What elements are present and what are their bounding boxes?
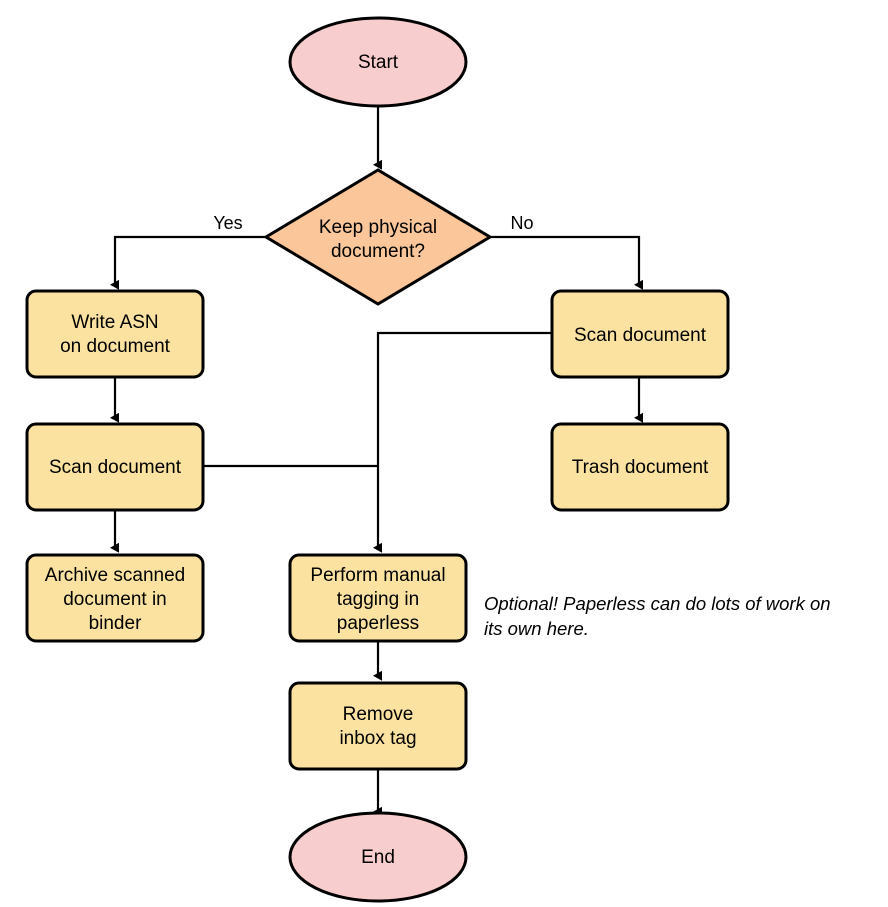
write-asn-box-shape — [25, 289, 205, 379]
decision-label-line2: document? — [331, 241, 425, 262]
annotation-line1: Optional! Paperless can do lots of work … — [484, 593, 831, 614]
scan-document-left-label: Scan document — [49, 457, 182, 478]
node-end[interactable]: End — [288, 811, 468, 903]
tagging-label-line1: Perform manual — [310, 565, 445, 586]
archive-label-line1: Archive scanned — [45, 565, 185, 586]
scan-document-right-label: Scan document — [574, 325, 707, 346]
end-label: End — [361, 847, 395, 868]
node-trash-document[interactable]: Trash document — [550, 422, 730, 512]
start-ellipse-shape — [288, 16, 468, 108]
write-asn-label-line2: on document — [60, 336, 171, 357]
write-asn-label-line1: Write ASN — [71, 312, 158, 333]
node-remove-inbox-tag[interactable]: Remove inbox tag — [288, 681, 468, 771]
node-start[interactable]: Start — [288, 16, 468, 108]
edge-label-no: No — [510, 213, 533, 233]
edge-scanright-to-tagging — [373, 331, 552, 553]
remove-inbox-tag-label-line2: inbox tag — [339, 728, 416, 749]
scan-document-left-box-shape — [25, 422, 205, 512]
edges-layer — [110, 103, 643, 817]
edge-decision-no — [491, 235, 643, 290]
decision-label-line1: Keep physical — [319, 217, 437, 238]
annotation-optional-note: Optional! Paperless can do lots of work … — [484, 593, 831, 639]
node-decision-keep-physical-document[interactable]: Keep physical document? — [263, 168, 493, 306]
node-scan-document-right[interactable]: Scan document — [550, 289, 730, 379]
node-archive-scanned-document[interactable]: Archive scanned document in binder — [25, 553, 205, 643]
edge-decision-yes — [110, 235, 265, 290]
annotation-line2: its own here. — [484, 618, 589, 639]
remove-inbox-tag-label-line1: Remove — [343, 704, 414, 725]
trash-document-box-shape — [550, 422, 730, 512]
decision-diamond-shape — [263, 168, 493, 306]
node-write-asn-on-document[interactable]: Write ASN on document — [25, 289, 205, 379]
remove-inbox-tag-box-shape — [288, 681, 468, 771]
edge-labels-layer: Yes No — [213, 213, 533, 233]
archive-label-line2: document in — [63, 589, 167, 610]
start-label: Start — [358, 52, 399, 73]
archive-box-shape — [25, 553, 205, 643]
edge-label-yes: Yes — [213, 213, 242, 233]
tagging-label-line3: paperless — [337, 613, 419, 634]
node-scan-document-left[interactable]: Scan document — [25, 422, 205, 512]
scan-document-right-box-shape — [550, 289, 730, 379]
trash-document-label: Trash document — [572, 457, 709, 478]
end-ellipse-shape — [288, 811, 468, 903]
archive-label-line3: binder — [89, 613, 142, 634]
node-perform-manual-tagging[interactable]: Perform manual tagging in paperless — [288, 553, 468, 643]
tagging-label-line2: tagging in — [337, 589, 419, 610]
tagging-box-shape — [288, 553, 468, 643]
